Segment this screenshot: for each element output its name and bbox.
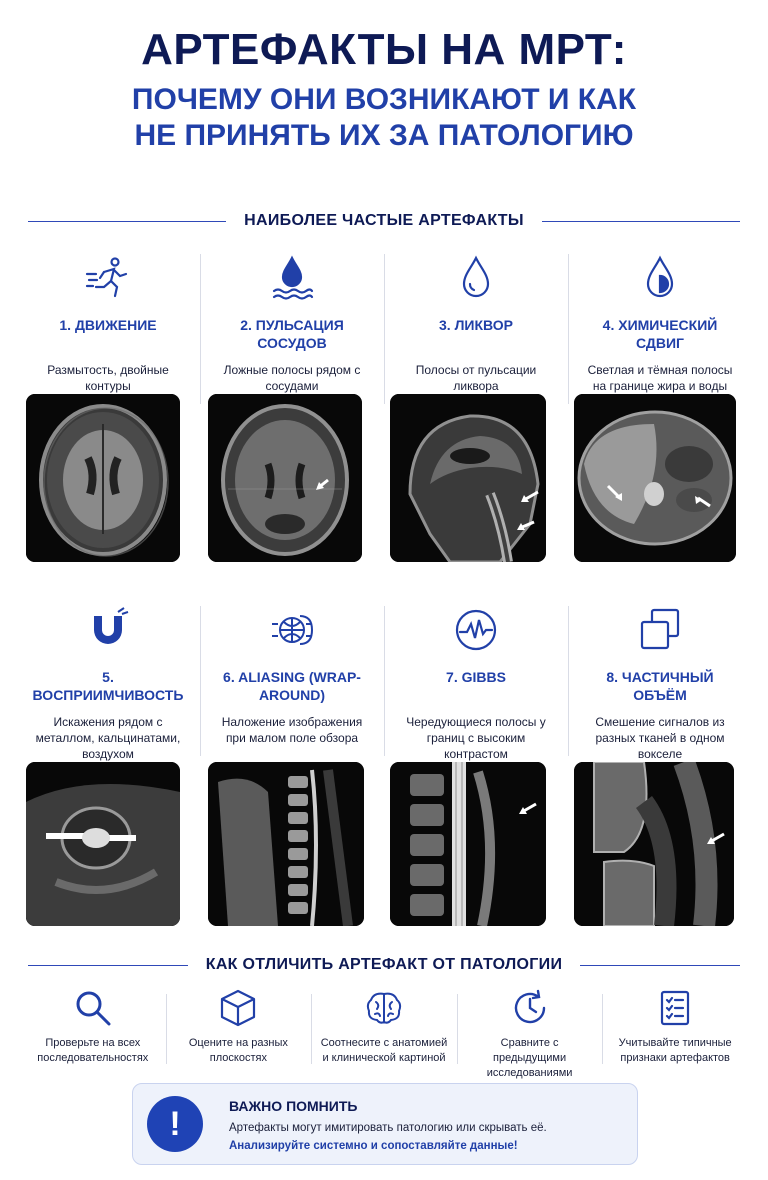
section-header-artifacts: НАИБОЛЕЕ ЧАСТЫЕ АРТЕФАКТЫ <box>28 212 740 230</box>
tip-item: Оцените на разных плоскостях <box>165 988 312 1081</box>
divider-line <box>580 964 741 966</box>
artifact-title: 3. ЛИКВОР <box>439 317 513 333</box>
artifact-description: Ложные полосы рядом с сосудами <box>223 363 361 393</box>
artifact-description: Искажения рядом с металлом, кальцинатами… <box>35 715 181 761</box>
artifact-description: Полосы от пульсации ликвора <box>415 363 537 393</box>
tip-item: Учитывайте типичные признаки артефактов <box>602 988 748 1081</box>
tip-item: Сравните с предыдущими исследованиями <box>456 988 603 1081</box>
artifact-card-motion: 1. ДВИЖЕНИЕ Размытость, двойные контуры <box>16 250 200 394</box>
checklist-icon <box>602 988 748 1028</box>
page-title: АРТЕФАКТЫ НА МРТ: <box>141 25 627 74</box>
artifact-title: 1. ДВИЖЕНИЕ <box>59 317 157 333</box>
mri-image-sagittal-csf <box>390 394 546 562</box>
artifact-card-chemical-shift: 4. ХИМИЧЕСКИЙ СДВИГ Светлая и тёмная пол… <box>568 250 752 404</box>
subtitle-line-2: НЕ ПРИНЯТЬ ИХ ЗА ПАТОЛОГИЮ <box>134 119 634 152</box>
artifact-description: Наложение изображения при малом поле обз… <box>221 715 363 745</box>
important-text: Артефакты могут имитировать патологию ил… <box>229 1122 547 1134</box>
tip-text: Учитывайте типичные признаки артефактов <box>618 1037 732 1064</box>
artifact-title: 5. ВОСПРИИМЧИВОСТЬ <box>32 669 184 703</box>
waveform-icon <box>384 602 568 658</box>
mri-image-brain-motion <box>26 394 180 562</box>
artifact-card-aliasing: 6. ALIASING (WRAP-AROUND) Наложение изоб… <box>200 602 384 762</box>
wrap-around-icon <box>200 602 384 658</box>
artifact-row-1: 1. ДВИЖЕНИЕ Размытость, двойные контуры … <box>16 250 752 404</box>
section-title: НАИБОЛЕЕ ЧАСТЫЕ АРТЕФАКТЫ <box>244 212 524 229</box>
section-header-distinguish: КАК ОТЛИЧИТЬ АРТЕФАКТ ОТ ПАТОЛОГИИ <box>28 956 741 974</box>
divider-line <box>28 220 227 222</box>
artifact-description: Чередующиеся полосы у границ с высоким к… <box>406 715 546 761</box>
half-drop-icon <box>568 250 752 306</box>
mri-image-knee-partial-volume <box>574 762 734 926</box>
tip-text: Соотнесите с анатомией и клинической кар… <box>320 1037 448 1064</box>
artifact-card-susceptibility: 5. ВОСПРИИМЧИВОСТЬ Искажения рядом с мет… <box>16 602 200 762</box>
exclamation-icon: ! <box>147 1096 203 1152</box>
page-subtitle: ПОЧЕМУ ОНИ ВОЗНИКАЮТ И КАК НЕ ПРИНЯТЬ ИХ… <box>0 82 768 154</box>
tip-text: Проверьте на всех последовательностях <box>37 1037 149 1064</box>
divider-line <box>28 964 188 966</box>
important-emphasis: Анализируйте системно и сопоставляйте да… <box>229 1140 518 1152</box>
magnifier-icon <box>20 988 166 1028</box>
mri-image-abdomen-chemical-shift <box>574 394 736 562</box>
clock-history-icon <box>457 988 603 1028</box>
tip-item: Соотнесите с анатомией и клинической кар… <box>311 988 457 1081</box>
mri-image-lumbar-gibbs <box>390 762 546 926</box>
running-person-icon <box>16 250 200 306</box>
mri-image-spine-aliasing <box>208 762 364 926</box>
drop-waves-icon <box>200 250 384 306</box>
important-title: ВАЖНО ПОМНИТЬ <box>229 1098 358 1114</box>
artifact-description: Смешение сигналов из разных тканей в одн… <box>595 715 725 761</box>
artifact-card-csf: 3. ЛИКВОР Полосы от пульсации ликвора <box>384 250 568 404</box>
artifact-title: 7. GIBBS <box>446 669 506 685</box>
divider-line <box>541 220 740 222</box>
water-drop-icon <box>384 250 568 306</box>
artifact-card-vessel-pulsation: 2. ПУЛЬСАЦИЯ СОСУДОВ Ложные полосы рядом… <box>200 250 384 404</box>
mri-image-brain-pulsation <box>208 394 362 562</box>
tips-row: Проверьте на всех последовательностях Оц… <box>20 988 748 1081</box>
brain-icon <box>311 988 457 1028</box>
overlapping-squares-icon <box>568 602 752 658</box>
tip-text: Сравните с предыдущими исследованиями <box>486 1037 573 1079</box>
mri-image-shoulder-susceptibility <box>26 762 180 926</box>
artifact-title: 8. ЧАСТИЧНЫЙ ОБЪЁМ <box>606 669 714 703</box>
subtitle-line-1: ПОЧЕМУ ОНИ ВОЗНИКАЮТ И КАК <box>131 83 637 116</box>
artifact-card-gibbs: 7. GIBBS Чередующиеся полосы у границ с … <box>384 602 568 762</box>
artifact-title: 4. ХИМИЧЕСКИЙ СДВИГ <box>602 317 718 351</box>
tip-item: Проверьте на всех последовательностях <box>20 988 166 1081</box>
important-note-panel: ! ВАЖНО ПОМНИТЬ Артефакты могут имитиров… <box>132 1083 638 1165</box>
cube-icon <box>166 988 312 1028</box>
magnet-icon <box>16 602 200 658</box>
artifact-title: 6. ALIASING (WRAP-AROUND) <box>223 669 361 703</box>
section-title: КАК ОТЛИЧИТЬ АРТЕФАКТ ОТ ПАТОЛОГИИ <box>205 956 563 973</box>
artifact-row-2: 5. ВОСПРИИМЧИВОСТЬ Искажения рядом с мет… <box>16 602 752 762</box>
artifact-title: 2. ПУЛЬСАЦИЯ СОСУДОВ <box>240 317 344 351</box>
tip-text: Оцените на разных плоскостях <box>188 1037 288 1064</box>
artifact-description: Размытость, двойные контуры <box>47 363 169 393</box>
artifact-card-partial-volume: 8. ЧАСТИЧНЫЙ ОБЪЁМ Смешение сигналов из … <box>568 602 752 762</box>
artifact-description: Светлая и тёмная полосы на границе жира … <box>587 363 733 393</box>
